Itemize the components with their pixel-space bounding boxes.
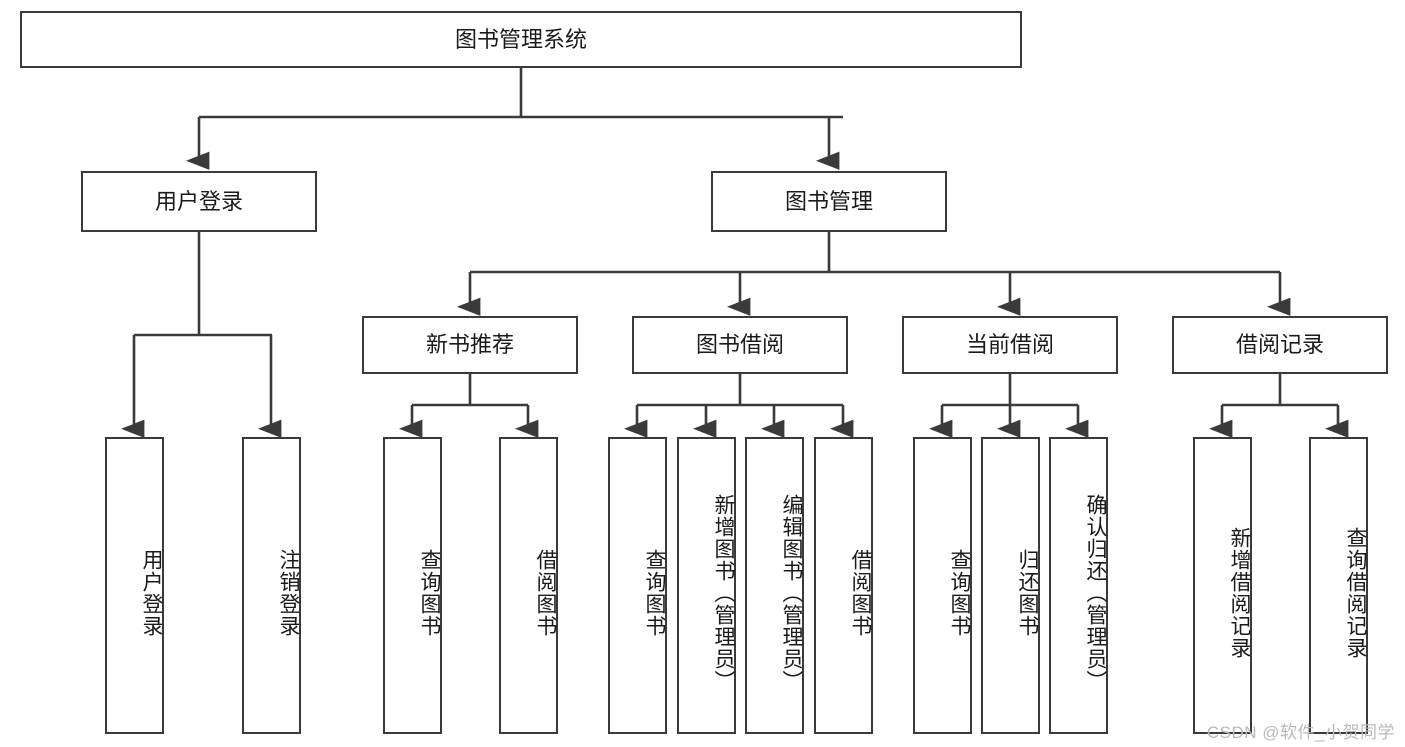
leaf-add-record[interactable]: 新增借阅记录 [1193, 437, 1252, 734]
leaf-query-book-1[interactable]: 查询图书 [383, 437, 442, 734]
node-new-book-recommend[interactable]: 新书推荐 [362, 316, 578, 374]
node-borrow-record[interactable]: 借阅记录 [1172, 316, 1388, 374]
leaf-edit-book[interactable]: 编辑图书（管理员） [745, 437, 804, 734]
node-current-borrow[interactable]: 当前借阅 [902, 316, 1118, 374]
leaf-return-book[interactable]: 归还图书 [981, 437, 1040, 734]
leaf-borrow-book-1[interactable]: 借阅图书 [499, 437, 558, 734]
node-book-borrow[interactable]: 图书借阅 [632, 316, 848, 374]
node-book-management[interactable]: 图书管理 [711, 171, 947, 232]
leaf-borrow-book-2[interactable]: 借阅图书 [814, 437, 873, 734]
leaf-logout-login[interactable]: 注销登录 [242, 437, 301, 734]
leaf-add-book[interactable]: 新增图书（管理员） [677, 437, 736, 734]
leaf-query-record[interactable]: 查询借阅记录 [1309, 437, 1368, 734]
leaf-query-book-3[interactable]: 查询图书 [913, 437, 972, 734]
node-book-management-system[interactable]: 图书管理系统 [20, 11, 1022, 68]
leaf-confirm-return[interactable]: 确认归还（管理员） [1049, 437, 1108, 734]
leaf-query-book-2[interactable]: 查询图书 [608, 437, 667, 734]
leaf-user-login[interactable]: 用户登录 [105, 437, 164, 734]
node-user-login[interactable]: 用户登录 [81, 171, 317, 232]
